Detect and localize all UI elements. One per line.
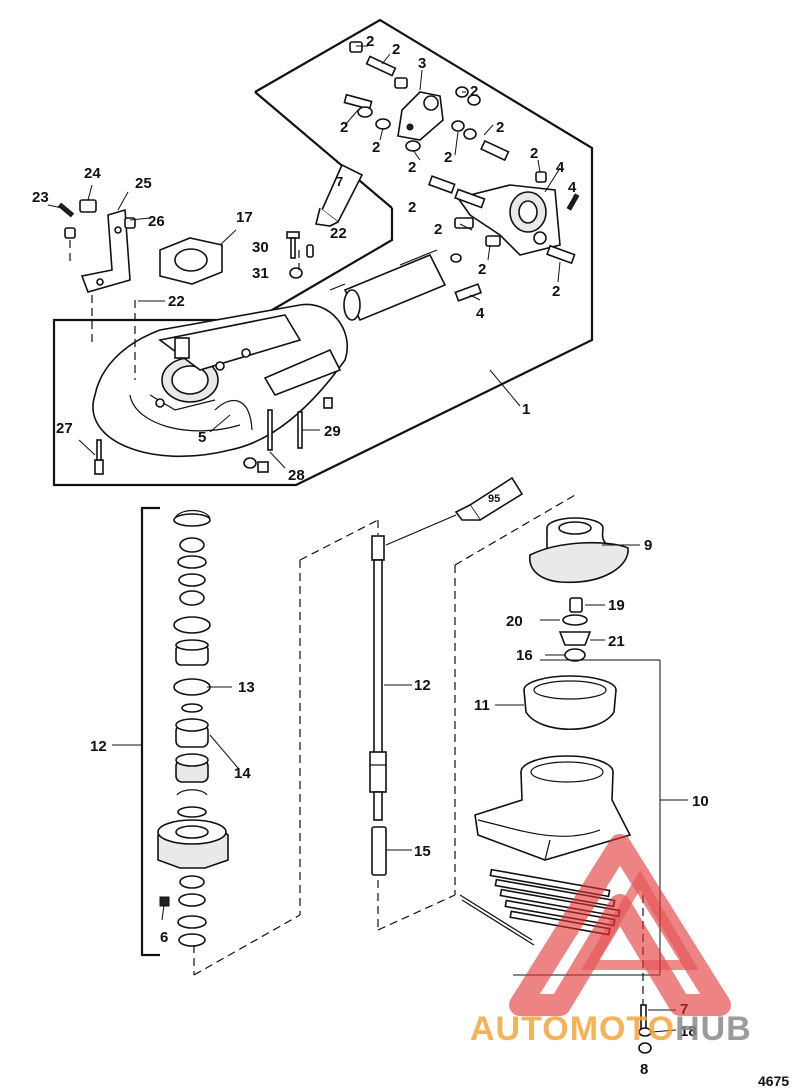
callout-5: 5	[198, 429, 206, 446]
wear-ring	[523, 675, 617, 730]
callout-26: 26	[148, 213, 165, 230]
bearing-stack	[157, 509, 229, 947]
callout-31: 31	[252, 265, 269, 282]
callout-2: 2	[434, 221, 442, 238]
callout-25: 25	[135, 175, 152, 192]
adapter-plate	[159, 237, 223, 285]
drive-shaft	[369, 535, 387, 876]
tube-label-upper: 7	[336, 174, 343, 189]
callout-29: 29	[324, 423, 341, 440]
intake-housing	[474, 755, 632, 861]
callout-2: 2	[340, 119, 348, 136]
sealant-tube-lower: 95	[385, 476, 524, 546]
callout-28: 28	[288, 467, 305, 484]
nut	[564, 648, 586, 662]
callout-2: 2	[444, 149, 452, 166]
callout-4: 4	[556, 159, 565, 176]
callout-2: 2	[470, 83, 478, 100]
callout-27: 27	[56, 420, 73, 437]
watermark-logo	[509, 834, 731, 1016]
callout-4: 4	[476, 305, 485, 322]
callout-15: 15	[414, 843, 431, 860]
callout-2: 2	[372, 139, 380, 156]
bearing-stack-frame	[140, 506, 160, 957]
figure-number: 4675	[758, 1073, 789, 1089]
pump-housing	[92, 303, 348, 458]
callout-18: 18	[680, 1023, 697, 1040]
sealant-tube-upper: 7	[315, 163, 364, 227]
bolt-and-nut	[286, 231, 314, 279]
tube-label-lower: 95	[488, 493, 500, 505]
callout-2: 2	[478, 261, 486, 278]
leader-lines	[47, 45, 677, 1033]
upper-assembly-frame	[52, 18, 594, 487]
callout-3: 3	[418, 55, 426, 72]
steering-bracket	[397, 91, 444, 141]
washer	[562, 614, 588, 626]
callout-23: 23	[32, 189, 49, 206]
callout-22: 22	[168, 293, 185, 310]
upper-hardware	[343, 41, 580, 302]
callout-21: 21	[608, 633, 625, 650]
spacer	[558, 631, 592, 646]
callout-13: 13	[238, 679, 255, 696]
callout-12: 12	[414, 677, 431, 694]
watermark-text: AUTOMOTOHUB	[470, 1010, 752, 1048]
callout-24: 24	[84, 165, 101, 182]
callout-2: 2	[496, 119, 504, 136]
callout-2: 2	[552, 283, 560, 300]
callout-2: 2	[530, 145, 538, 162]
callout-4: 4	[568, 179, 577, 196]
callout-2: 2	[408, 199, 416, 216]
impeller	[529, 517, 629, 584]
steering-sleeve	[329, 249, 447, 322]
callout-1: 1	[522, 401, 530, 418]
callout-11: 11	[474, 697, 490, 714]
callout-6: 6	[160, 929, 168, 946]
callout-12: 12	[90, 738, 107, 755]
callout-9: 9	[644, 537, 652, 554]
callout-16: 16	[516, 647, 533, 664]
callout-19: 19	[608, 597, 625, 614]
grate-bolts	[638, 1004, 652, 1054]
callout-labels: 2 2 3 2 2 2 2 2 2 2 4 4 2 2 2 4 2 1 23 2…	[32, 33, 709, 1078]
callout-8: 8	[640, 1061, 648, 1078]
callout-14: 14	[234, 765, 251, 782]
callout-2: 2	[366, 33, 374, 50]
callout-20: 20	[506, 613, 523, 630]
callout-2: 2	[392, 41, 400, 58]
callout-22: 22	[330, 225, 347, 242]
callout-30: 30	[252, 239, 269, 256]
callout-2: 2	[408, 159, 416, 176]
callout-10: 10	[692, 793, 709, 810]
svg-text:AUTOMOTOHUB: AUTOMOTOHUB	[470, 1010, 752, 1048]
callout-17: 17	[236, 209, 253, 226]
impeller-nut	[569, 597, 583, 613]
